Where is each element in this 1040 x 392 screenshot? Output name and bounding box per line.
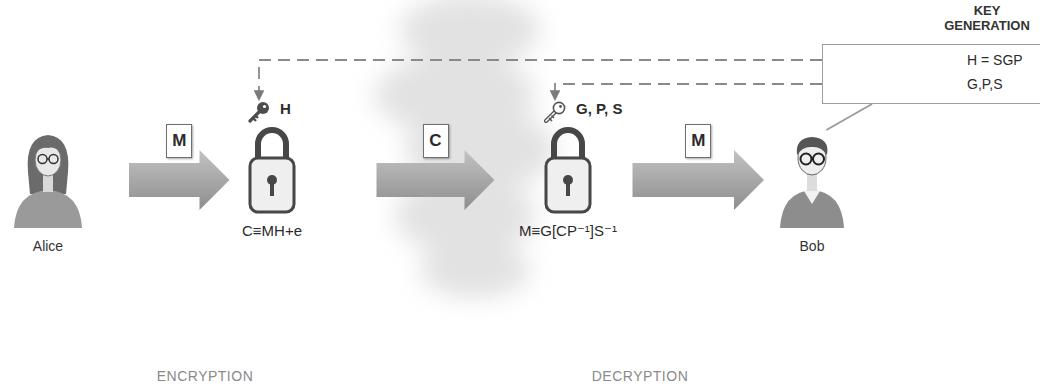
public-key-icon — [250, 102, 269, 121]
data-flow-arrow — [377, 150, 495, 210]
lock-node: G, P, S M≡G[CP⁻¹]S⁻¹ — [510, 100, 627, 240]
data-flow-arrow — [633, 150, 765, 210]
hair — [797, 137, 828, 155]
lock-node: H C≡MH+e — [238, 100, 307, 240]
glasses — [49, 155, 58, 164]
person-icon — [780, 137, 844, 228]
formula: M≡G[CP⁻¹]S⁻¹ — [519, 222, 617, 240]
document-icon: M — [685, 124, 711, 158]
hair — [28, 135, 69, 194]
cloud-puff — [420, 242, 530, 298]
message-label: C — [429, 131, 441, 151]
connector-group — [129, 60, 872, 210]
formula: C≡MH+e — [242, 222, 302, 240]
section-caption: ENCRYPTION — [157, 368, 254, 384]
key-label: H — [280, 100, 291, 118]
person-name: Bob — [800, 237, 825, 255]
person-icon — [14, 135, 82, 228]
document-icon: M — [166, 124, 192, 158]
key-label: G, P, S — [576, 100, 622, 118]
padlock-icon — [250, 130, 294, 212]
glasses — [813, 154, 824, 165]
key-generation-box: KEY GENERATIONH = SGPG,P,S — [822, 44, 1040, 104]
message-label: M — [691, 131, 705, 151]
person-figure: Bob — [776, 130, 848, 255]
key-delivery-line — [259, 60, 822, 100]
section-caption: DECRYPTION — [592, 368, 689, 384]
glasses — [38, 155, 47, 164]
fringe — [35, 142, 61, 153]
message-label: M — [172, 131, 186, 151]
glasses — [812, 158, 814, 160]
cloud-puff — [400, 0, 540, 65]
callout-line — [826, 104, 872, 130]
label-holder: ENCRYPTION — [157, 368, 254, 384]
padlock-icon — [546, 130, 590, 212]
data-flow-arrow — [129, 150, 230, 210]
shoulders — [14, 190, 82, 228]
glasses — [47, 158, 49, 160]
person-figure: Alice — [12, 130, 84, 255]
label-holder: DECRYPTION — [592, 368, 689, 384]
private-key-icon — [546, 102, 565, 121]
key-label: G,P,S — [967, 76, 1003, 93]
glasses — [801, 154, 812, 165]
document-icon: C — [423, 124, 449, 158]
key-delivery-line — [555, 84, 822, 100]
noise-cloud — [375, 0, 555, 298]
key-label: H = SGP — [967, 52, 1023, 69]
box-heading: KEY GENERATION — [937, 3, 1037, 33]
collar — [804, 191, 820, 204]
shoulders — [780, 190, 844, 228]
person-name: Alice — [33, 237, 63, 255]
